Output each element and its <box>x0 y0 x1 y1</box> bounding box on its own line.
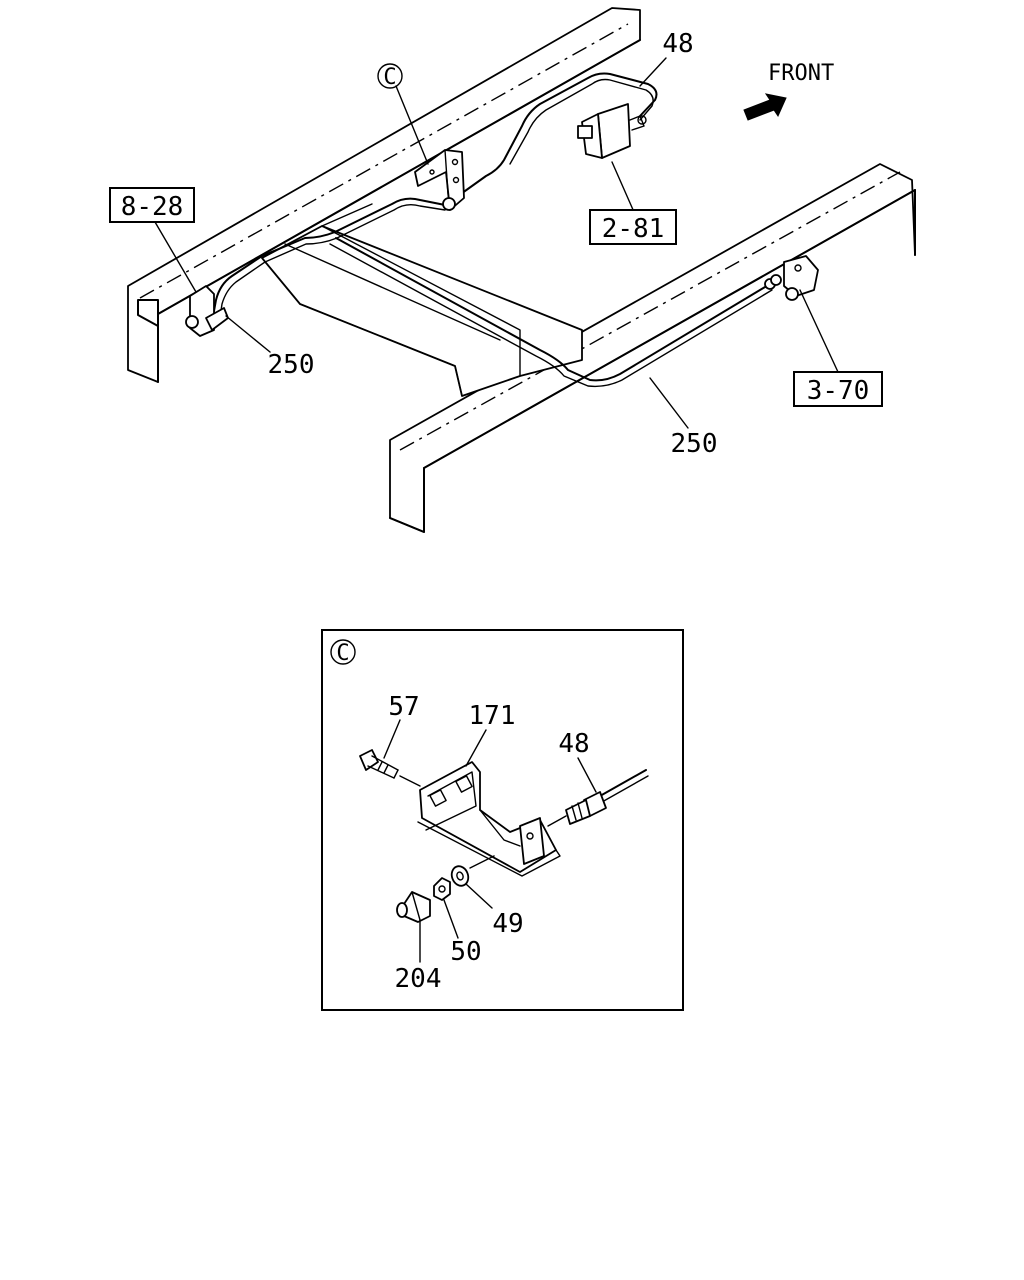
callout-3-70-box <box>793 371 883 407</box>
fitting-3-70 <box>764 255 819 301</box>
detail-c-panel-marker-label: C <box>336 641 349 666</box>
leader-lines-upper <box>154 57 839 429</box>
front-indicator: FRONT <box>743 61 834 121</box>
callout-250-left: 250 <box>268 350 315 380</box>
label-49: 49 <box>492 909 523 939</box>
label-204: 204 <box>395 964 442 994</box>
bolt-57 <box>359 749 421 787</box>
valve-2-81 <box>577 103 647 159</box>
components-upper <box>185 103 819 337</box>
leader-lines-detail <box>383 719 597 963</box>
brake-pipes <box>211 72 773 388</box>
cap-nut-204 <box>396 891 431 923</box>
pipe-250-left <box>211 197 446 323</box>
right-rail-inner-edge <box>423 189 916 469</box>
callout-250-right: 250 <box>671 429 718 459</box>
left-rail-end-section <box>137 299 159 383</box>
front-arrow-icon <box>743 93 787 121</box>
pipe-250-right <box>335 237 771 382</box>
right-rail-end-section <box>389 467 425 533</box>
detail-c-marker <box>377 63 403 89</box>
detail-c-frame <box>321 629 684 1011</box>
label-171: 171 <box>469 701 516 731</box>
pipe-48-upper <box>457 72 658 197</box>
callout-3-70: 3-70 <box>807 376 870 406</box>
cross-member-lower-edge <box>299 303 463 397</box>
detail-c-panel: C <box>321 629 684 1011</box>
pipe-250-left-outline <box>218 203 446 325</box>
bracket-c <box>414 149 465 211</box>
detail-c-marker-label: C <box>383 65 396 90</box>
cross-member-top <box>321 203 373 227</box>
cross-member-flange <box>284 243 501 341</box>
pipe-250-right-outline <box>329 243 773 388</box>
washer-49 <box>450 865 470 887</box>
cross-member-web <box>321 225 521 377</box>
callout-8-28-box <box>109 187 195 223</box>
callouts-upper: C 8-28 2-81 3-70 48 250 250 <box>109 29 883 459</box>
label-50: 50 <box>450 937 481 967</box>
callout-2-81: 2-81 <box>602 214 665 244</box>
pipe-48-detail <box>547 769 649 827</box>
callout-2-81-box <box>589 209 677 245</box>
callout-48-top: 48 <box>662 29 693 59</box>
label-57: 57 <box>388 692 419 722</box>
nut-50 <box>433 877 451 901</box>
left-rail-inner-edge <box>157 39 641 315</box>
chassis-frame <box>127 7 916 533</box>
left-rail-centerline <box>139 23 629 299</box>
front-label: FRONT <box>768 61 834 86</box>
callout-8-28: 8-28 <box>121 192 184 222</box>
label-48-detail: 48 <box>558 729 589 759</box>
right-rail-centerline <box>399 171 901 451</box>
pipe-48-upper-outline <box>509 78 654 165</box>
detail-c-panel-marker <box>330 639 356 665</box>
bracket-171 <box>417 761 561 877</box>
